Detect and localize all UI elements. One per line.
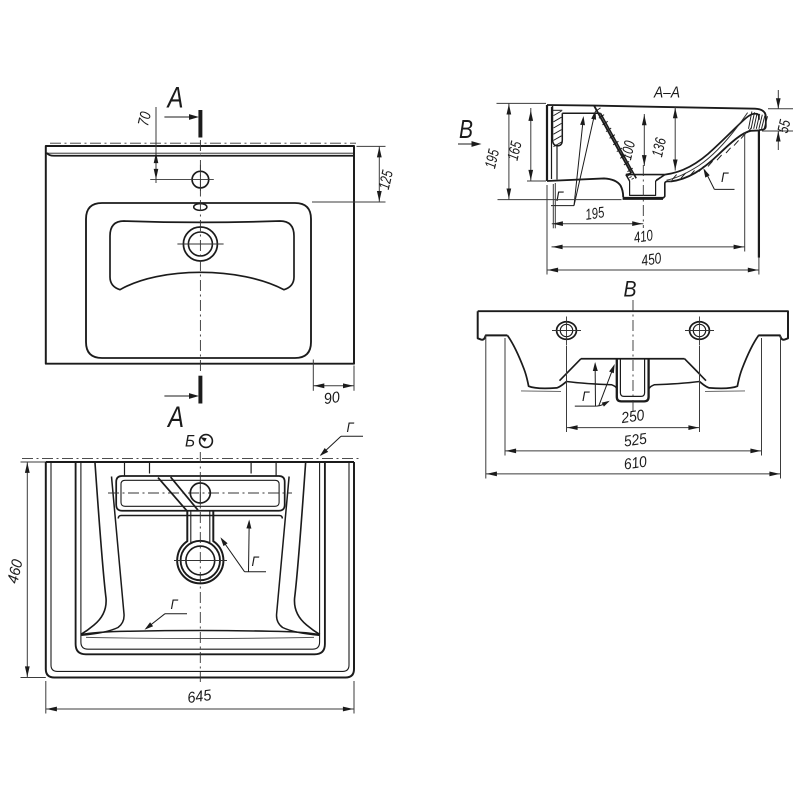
svg-text:610: 610 <box>623 453 648 473</box>
svg-text:Г: Г <box>556 188 564 204</box>
svg-text:195: 195 <box>584 204 605 224</box>
svg-text:125: 125 <box>376 169 397 192</box>
svg-text:Г: Г <box>252 553 260 569</box>
svg-text:90: 90 <box>323 389 342 408</box>
svg-text:Г: Г <box>171 596 179 612</box>
svg-text:Б: Б <box>185 433 195 451</box>
svg-text:450: 450 <box>640 250 662 270</box>
svg-text:Г: Г <box>721 169 729 185</box>
svg-text:А–А: А–А <box>653 85 680 102</box>
svg-text:410: 410 <box>633 227 654 247</box>
svg-text:А: А <box>166 401 184 434</box>
svg-text:Г: Г <box>347 419 355 435</box>
svg-text:460: 460 <box>5 558 27 586</box>
svg-text:525: 525 <box>623 430 648 450</box>
svg-text:55: 55 <box>775 118 795 135</box>
svg-text:165: 165 <box>505 140 526 163</box>
svg-text:В: В <box>459 114 473 144</box>
svg-text:100: 100 <box>618 139 639 162</box>
svg-text:645: 645 <box>186 687 212 707</box>
svg-text:250: 250 <box>619 407 645 427</box>
svg-text:195: 195 <box>482 148 503 171</box>
svg-text:В: В <box>624 277 637 302</box>
svg-text:136: 136 <box>649 136 670 159</box>
svg-text:А: А <box>166 82 184 115</box>
svg-text:70: 70 <box>135 110 155 128</box>
svg-text:Г: Г <box>582 388 590 404</box>
